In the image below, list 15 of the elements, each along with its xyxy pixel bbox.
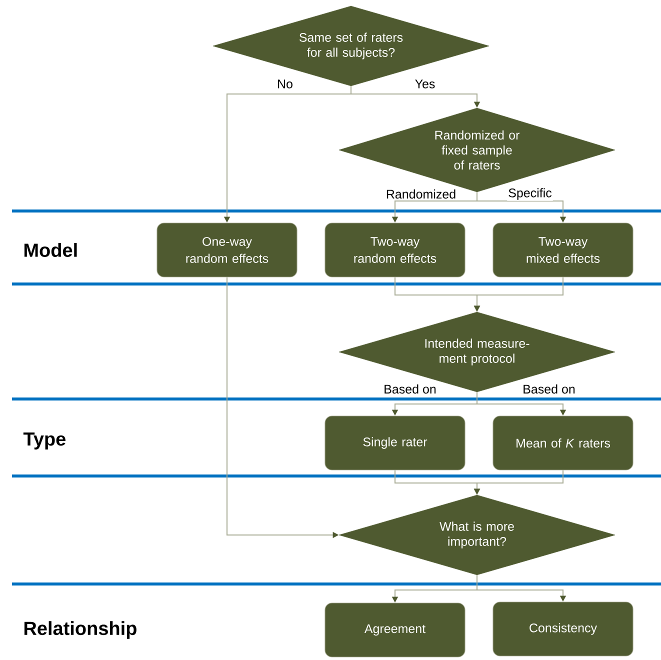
- process-box: Two-way mixed effects: [492, 222, 634, 278]
- edge-label: Based on: [382, 383, 438, 395]
- edge-label: Specific: [507, 187, 553, 201]
- process-box: Two-way random effects: [324, 222, 466, 278]
- edge-label: Yes: [414, 78, 436, 90]
- edge-label: Based on: [522, 383, 576, 395]
- row-label: Relationship: [24, 621, 136, 639]
- process-box: Agreement: [324, 602, 466, 658]
- edge-label: No: [276, 78, 294, 90]
- row-label: Model: [24, 243, 77, 257]
- process-box: Mean of K raters: [492, 416, 634, 470]
- row-label: Type: [23, 432, 66, 450]
- process-box: Single rater: [324, 416, 466, 470]
- process-box: Consistency: [492, 602, 634, 656]
- process-box: One-way random effects: [156, 222, 298, 278]
